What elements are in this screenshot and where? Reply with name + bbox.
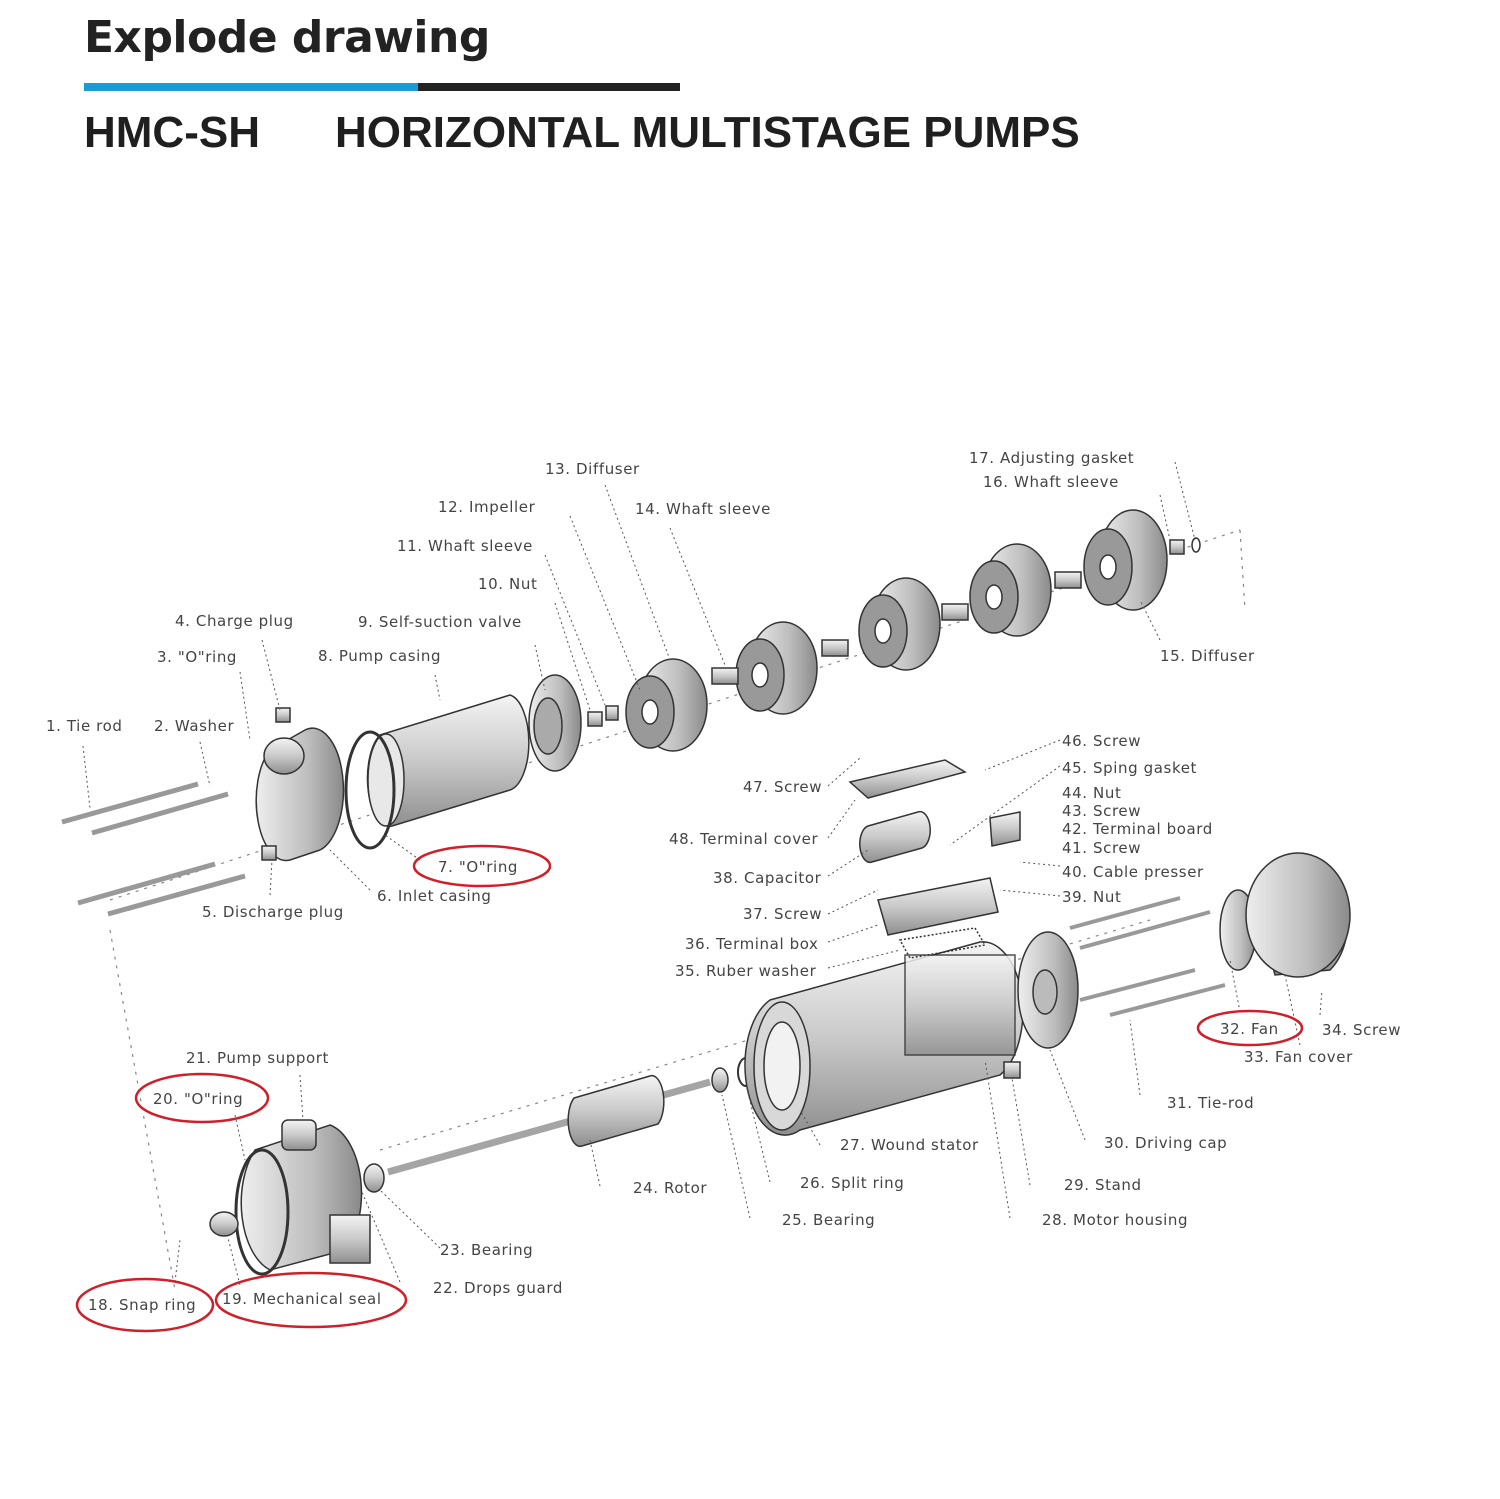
part-label: 21. Pump support xyxy=(186,1049,329,1067)
part-label: 41. Screw xyxy=(1062,839,1141,857)
callout-leader-lines xyxy=(82,461,1323,1286)
part-label: 10. Nut xyxy=(478,575,537,593)
part-label: 44. Nut xyxy=(1062,784,1121,802)
model-code: HMC-SH xyxy=(84,108,260,157)
part-label: 38. Capacitor xyxy=(713,869,822,887)
heading-underline xyxy=(418,83,680,91)
part-label: 12. Impeller xyxy=(438,498,536,516)
part-label: 37. Screw xyxy=(743,905,822,923)
part-label: 30. Driving cap xyxy=(1104,1134,1227,1152)
part-label: 34. Screw xyxy=(1322,1021,1401,1039)
part-label: 26. Split ring xyxy=(800,1174,904,1192)
product-series-title: HORIZONTAL MULTISTAGE PUMPS xyxy=(335,108,1080,157)
section-heading: Explode drawing xyxy=(84,12,490,63)
part-label: 8. Pump casing xyxy=(318,647,441,665)
heading-underline-accent xyxy=(84,83,418,91)
part-labels: 1. Tie rod 2. Washer 3. "O"ring 4. Charg… xyxy=(46,449,1401,1314)
highlight-ovals xyxy=(75,844,1304,1333)
part-label: 39. Nut xyxy=(1062,888,1121,906)
part-label: 2. Washer xyxy=(154,717,234,735)
part-label: 42. Terminal board xyxy=(1062,820,1213,838)
part-label: 28. Motor housing xyxy=(1042,1211,1188,1229)
part-label: 20. "O"ring xyxy=(153,1090,243,1108)
part-label: 7. "O"ring xyxy=(438,858,518,876)
part-label: 22. Drops guard xyxy=(433,1279,563,1297)
part-label: 19. Mechanical seal xyxy=(222,1290,382,1308)
part-label: 40. Cable presser xyxy=(1062,863,1204,881)
part-label: 29. Stand xyxy=(1064,1176,1142,1194)
part-label: 24. Rotor xyxy=(633,1179,707,1197)
part-label: 6. Inlet casing xyxy=(377,887,492,905)
part-label: 11. Whaft sleeve xyxy=(397,537,533,555)
part-label: 23. Bearing xyxy=(440,1241,533,1259)
part-label: 5. Discharge plug xyxy=(202,903,344,921)
part-label: 15. Diffuser xyxy=(1160,647,1255,665)
part-label: 18. Snap ring xyxy=(88,1296,196,1314)
part-label: 36. Terminal box xyxy=(685,935,819,953)
part-label: 35. Ruber washer xyxy=(675,962,817,980)
part-label: 14. Whaft sleeve xyxy=(635,500,771,518)
motor-assembly xyxy=(209,759,1351,1276)
part-label: 1. Tie rod xyxy=(46,717,122,735)
part-label: 43. Screw xyxy=(1062,802,1141,820)
part-label: 27. Wound stator xyxy=(840,1136,979,1154)
part-label: 45. Sping gasket xyxy=(1062,759,1197,777)
part-label: 4. Charge plug xyxy=(175,612,294,630)
part-label: 16. Whaft sleeve xyxy=(983,473,1119,491)
part-label: 17. Adjusting gasket xyxy=(969,449,1134,467)
part-label: 31. Tie-rod xyxy=(1167,1094,1254,1112)
part-label: 3. "O"ring xyxy=(157,648,237,666)
part-label: 9. Self-suction valve xyxy=(358,613,522,631)
part-label: 46. Screw xyxy=(1062,732,1141,750)
part-label: 47. Screw xyxy=(743,778,822,796)
part-label: 25. Bearing xyxy=(782,1211,875,1229)
part-label: 13. Diffuser xyxy=(545,460,640,478)
part-label: 33. Fan cover xyxy=(1244,1048,1353,1066)
part-label: 32. Fan xyxy=(1220,1020,1279,1038)
pump-stage-stack xyxy=(61,509,1201,917)
part-label: 48. Terminal cover xyxy=(669,830,819,848)
